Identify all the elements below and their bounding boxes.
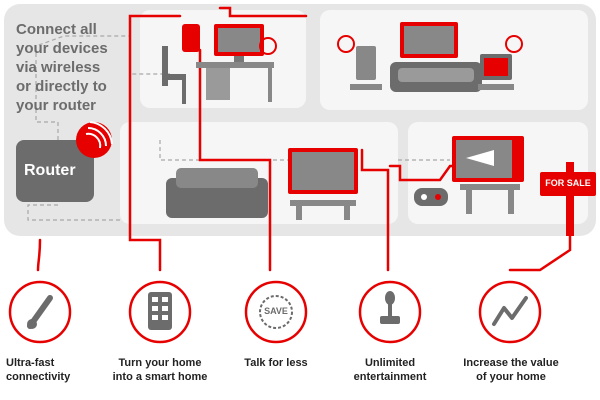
save-badge-text: SAVE [264, 306, 288, 316]
office-scene [162, 24, 277, 104]
router-label: Router [24, 162, 76, 179]
line-speed [36, 238, 42, 272]
line-entertainment [360, 148, 460, 272]
desk-phone-icon [182, 24, 200, 52]
benefit-label-speed: Ultra-fast connectivity [6, 356, 86, 384]
benefit-line: Ultra-fast [6, 357, 55, 369]
benefit-label-value: Increase the value of your home [456, 356, 566, 384]
office-room [140, 10, 306, 108]
headline-line: your router [16, 97, 97, 114]
living-room-scene [166, 148, 358, 220]
headline-line: or directly to [16, 78, 107, 95]
headline-line: your devices [16, 40, 108, 57]
trend-up-icon [492, 296, 528, 326]
benefit-label-entertainment: Unlimited entertainment [340, 356, 440, 384]
headline: Connect all your devices via wireless or… [16, 20, 146, 115]
speedometer-icon [27, 295, 53, 329]
wifi-icon-left [337, 35, 355, 53]
speaker-icon [356, 46, 376, 80]
router [16, 121, 113, 202]
benefit-label-talk: Talk for less [226, 356, 326, 370]
line-rooms [218, 6, 308, 18]
bedroom-room [320, 10, 588, 110]
benefit-line: of your home [476, 371, 546, 383]
line-talk [198, 48, 272, 272]
bedroom-scene [337, 22, 523, 92]
wifi-icon [259, 37, 277, 55]
wifi-icon-right [505, 35, 523, 53]
benefit-line: entertainment [353, 371, 427, 383]
game-controller-icon [414, 188, 448, 206]
benefit-line: Talk for less [244, 357, 308, 369]
keypad-icon [148, 292, 172, 330]
benefit-line: into a smart home [112, 371, 208, 383]
joystick-icon [380, 291, 400, 324]
benefit-line: Turn your home [118, 357, 202, 369]
benefit-line: Increase the value [463, 357, 559, 369]
desk-icon [196, 62, 274, 68]
for-sale-sign [540, 162, 596, 236]
chair-icon [162, 46, 168, 86]
headline-line: via wireless [16, 59, 101, 76]
network-lines [36, 6, 572, 272]
benefit-line: Unlimited [364, 357, 416, 369]
value-circle [478, 280, 542, 344]
benefit-line: connectivity [6, 371, 71, 383]
for-sale-label: FOR SALE [545, 178, 591, 188]
save-badge-icon [259, 295, 293, 329]
headline-line: Connect all [16, 21, 97, 38]
benefit-label-smart-home: Turn your home into a smart home [100, 356, 220, 384]
wifi-badge-icon [76, 122, 112, 158]
game-room-scene [414, 136, 524, 214]
line-smart-home [128, 14, 182, 272]
tv-stand-icon [290, 200, 356, 206]
